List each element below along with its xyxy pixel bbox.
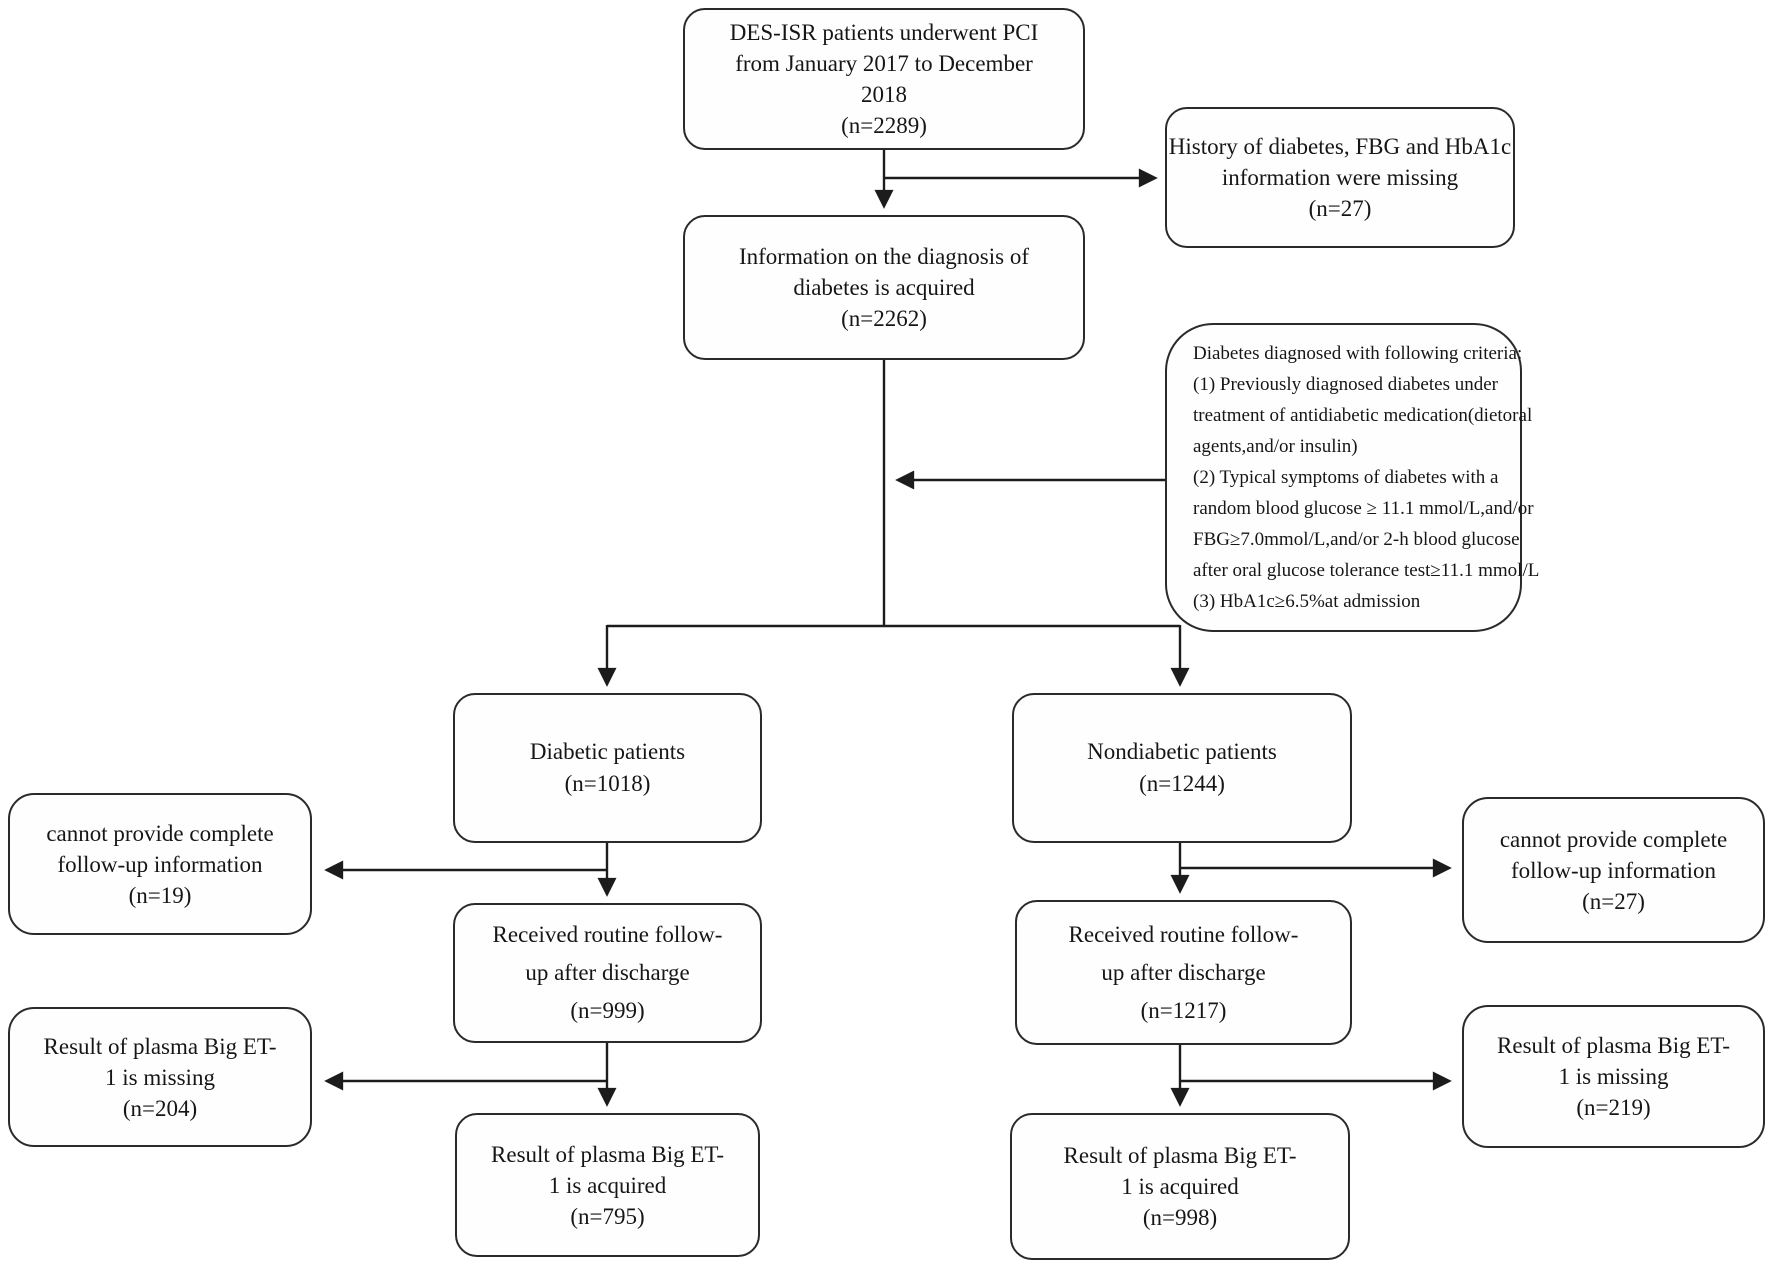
text-line: DES-ISR patients underwent PCI (729, 20, 1039, 45)
text-line: information were missing (1221, 165, 1459, 190)
text-line: Information on the diagnosis of (738, 244, 1029, 269)
box-routine-followup-nondiabetic: Received routine follow- up after discha… (1015, 900, 1352, 1045)
text-line: Received routine follow- (492, 922, 723, 947)
box-diagnosis-acquired: Information on the diagnosis of diabetes… (683, 215, 1085, 360)
count-label: (n=19) (128, 882, 192, 908)
text-line: after oral glucose tolerance test≥11.1 m… (1193, 560, 1540, 581)
text-line: Result of plasma Big ET- (1497, 1033, 1730, 1058)
text-line: 1 is missing (1558, 1064, 1669, 1089)
text-line: cannot provide complete (1499, 826, 1728, 852)
text-line: 1 is acquired (548, 1172, 667, 1198)
count-label: (n=2289) (841, 113, 927, 138)
count-label: (n=1244) (1139, 771, 1225, 796)
text-line: cannot provide complete (46, 820, 274, 846)
box-diabetes-criteria: Diabetes diagnosed with following criter… (1165, 323, 1539, 632)
count-label: (n=1217) (1140, 997, 1227, 1023)
text-line: agents,and/or insulin) (1193, 436, 1358, 457)
text-line: (2) Typical symptoms of diabetes with a (1193, 467, 1499, 488)
text-line: diabetes is acquired (793, 275, 975, 300)
box-biget-missing-right: Result of plasma Big ET- 1 is missing (n… (1462, 1005, 1765, 1148)
text-line: (1) Previously diagnosed diabetes under (1193, 374, 1498, 395)
box-biget-acquired-nondiabetic: Result of plasma Big ET- 1 is acquired (… (1010, 1113, 1350, 1260)
box-missing-baseline-info: History of diabetes, FBG and HbA1c infor… (1165, 107, 1515, 248)
text-line: 1 is acquired (1121, 1174, 1239, 1199)
box-biget-acquired-diabetic: Result of plasma Big ET- 1 is acquired (… (455, 1113, 760, 1257)
text-line: Nondiabetic patients (1087, 739, 1277, 764)
box-no-followup-right: cannot provide complete follow-up inform… (1462, 797, 1765, 943)
text-line: 2018 (861, 82, 907, 107)
count-label: (n=2262) (841, 306, 927, 331)
box-no-followup-left: cannot provide complete follow-up inform… (8, 793, 312, 935)
text-line: Result of plasma Big ET- (1063, 1143, 1297, 1168)
text-line: up after discharge (525, 960, 690, 985)
count-label: (n=795) (570, 1203, 645, 1229)
box-biget-missing-left: Result of plasma Big ET- 1 is missing (n… (8, 1007, 312, 1147)
text-line: random blood glucose ≥ 11.1 mmol/L,and/o… (1193, 498, 1534, 519)
count-label: (n=219) (1576, 1095, 1651, 1120)
box-enrollment: DES-ISR patients underwent PCI from Janu… (683, 8, 1085, 150)
count-label: (n=204) (122, 1095, 198, 1121)
text-line: from January 2017 to December (735, 51, 1033, 76)
text-line: History of diabetes, FBG and HbA1c (1168, 134, 1512, 159)
count-label: (n=27) (1308, 196, 1372, 221)
text-line: up after discharge (1101, 959, 1266, 985)
text-line: treatment of antidiabetic medication(die… (1193, 405, 1533, 426)
count-label: (n=999) (570, 998, 645, 1023)
text-line: 1 is missing (105, 1064, 215, 1090)
text-line: Received routine follow- (1068, 921, 1299, 947)
count-label: (n=1018) (564, 771, 651, 796)
text-line: Diabetes diagnosed with following criter… (1193, 343, 1523, 364)
text-line: Diabetic patients (529, 739, 686, 764)
text-line: FBG≥7.0mmol/L,and/or 2-h blood glucose (1193, 529, 1520, 550)
text-line: Result of plasma Big ET- (43, 1033, 277, 1059)
text-line: follow-up information (57, 851, 263, 877)
text-line: follow-up information (1510, 857, 1717, 883)
box-routine-followup-diabetic: Received routine follow- up after discha… (453, 903, 762, 1043)
count-label: (n=998) (1142, 1205, 1218, 1230)
text-line: (3) HbA1c≥6.5%at admission (1193, 591, 1421, 612)
text-line: Result of plasma Big ET- (491, 1141, 724, 1167)
box-diabetic-patients: Diabetic patients (n=1018) (453, 693, 762, 843)
count-label: (n=27) (1582, 888, 1645, 914)
box-nondiabetic-patients: Nondiabetic patients (n=1244) (1012, 693, 1352, 843)
